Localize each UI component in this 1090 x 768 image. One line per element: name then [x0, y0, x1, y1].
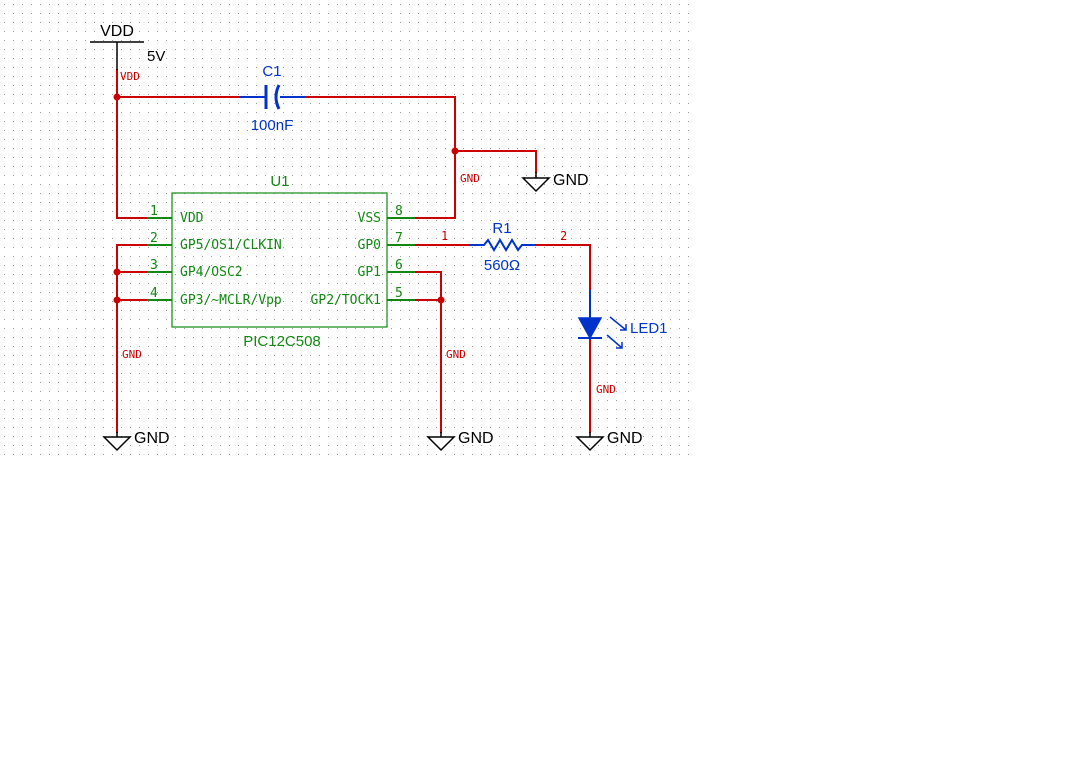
junctions — [113, 93, 459, 304]
ic-pin-name: GP0 — [358, 238, 381, 253]
net-label-gnd: GND — [460, 172, 480, 185]
ic-pin-name: GP3/~MCLR/Vpp — [180, 293, 282, 308]
ic-part-label: PIC12C508 — [243, 333, 321, 350]
grid-dots — [4, 4, 689, 455]
ic-pin-number: 5 — [395, 286, 403, 301]
gnd-symbol-label: GND — [458, 430, 494, 447]
wire-r1-to-led[interactable] — [535, 244, 591, 291]
vdd-power-symbol[interactable]: VDD 5V — [90, 23, 165, 70]
ic-pin-name: VDD — [180, 211, 204, 226]
ic-pin-name: GP1 — [358, 265, 381, 280]
capacitor-c1[interactable]: C1 100nF — [240, 63, 305, 134]
ic-pin-number: 1 — [150, 204, 158, 219]
ic-pin-number: 2 — [150, 231, 158, 246]
junction-dot — [113, 93, 121, 101]
net-label-vdd: VDD — [120, 70, 140, 83]
ic-ref-label: U1 — [270, 173, 289, 190]
gnd-symbol-label: GND — [553, 172, 589, 189]
resistor-r1[interactable]: R1 560Ω — [470, 220, 536, 274]
junction-dot — [451, 147, 459, 155]
ic-pin-name: GP5/OS1/CLKIN — [180, 238, 282, 253]
gnd-symbol-label: GND — [607, 430, 643, 447]
ic-pin-number: 4 — [150, 286, 158, 301]
wire-gp1-gp2-gnd[interactable] — [414, 271, 442, 433]
c1-ref-label: C1 — [262, 63, 281, 80]
ic-pin-number: 7 — [395, 231, 403, 246]
ic-pin-number: 3 — [150, 258, 158, 273]
net-label-gnd: GND — [122, 348, 142, 361]
gnd-symbol-right[interactable]: GND — [575, 430, 643, 452]
wire-c1-to-gnd-node[interactable] — [304, 96, 456, 219]
r1-ref-label: R1 — [492, 220, 511, 237]
ic-pin-name: GP4/OSC2 — [180, 265, 243, 280]
gnd-symbol-left[interactable]: GND — [102, 430, 170, 452]
ic-pin-name: GP2/TOCK1 — [311, 293, 381, 308]
gnd-symbol-middle[interactable]: GND — [426, 430, 494, 452]
gnd-symbol-label: GND — [134, 430, 170, 447]
vdd-symbol-label: VDD — [100, 23, 134, 40]
led-led1[interactable]: LED1 — [577, 290, 668, 349]
net-label-gnd: GND — [596, 383, 616, 396]
ic-u1[interactable]: U1 PIC12C508 1 VDD 2 GP5/OS1/CLKIN 3 GP4… — [147, 173, 415, 350]
junction-dot — [113, 268, 121, 276]
net-label-gnd: GND — [446, 348, 466, 361]
ic-pin-number: 8 — [395, 204, 403, 219]
wires — [116, 69, 591, 433]
ic-pin-name: VSS — [358, 211, 381, 226]
led-ref-label: LED1 — [630, 320, 668, 337]
r1-pin1-number: 1 — [441, 229, 448, 243]
junction-dot — [113, 296, 121, 304]
wire-left-gnd[interactable] — [116, 244, 148, 433]
ic-pin-number: 6 — [395, 258, 403, 273]
vdd-value-label: 5V — [147, 48, 165, 65]
wire-vdd-to-pin1[interactable] — [116, 69, 148, 219]
gnd-symbol-top[interactable]: GND — [521, 172, 589, 193]
r1-value-label: 560Ω — [484, 257, 520, 274]
wire-gnd-node-to-gnd[interactable] — [454, 150, 537, 173]
junction-dot — [437, 296, 445, 304]
c1-value-label: 100nF — [251, 117, 294, 134]
r1-pin2-number: 2 — [560, 229, 567, 243]
